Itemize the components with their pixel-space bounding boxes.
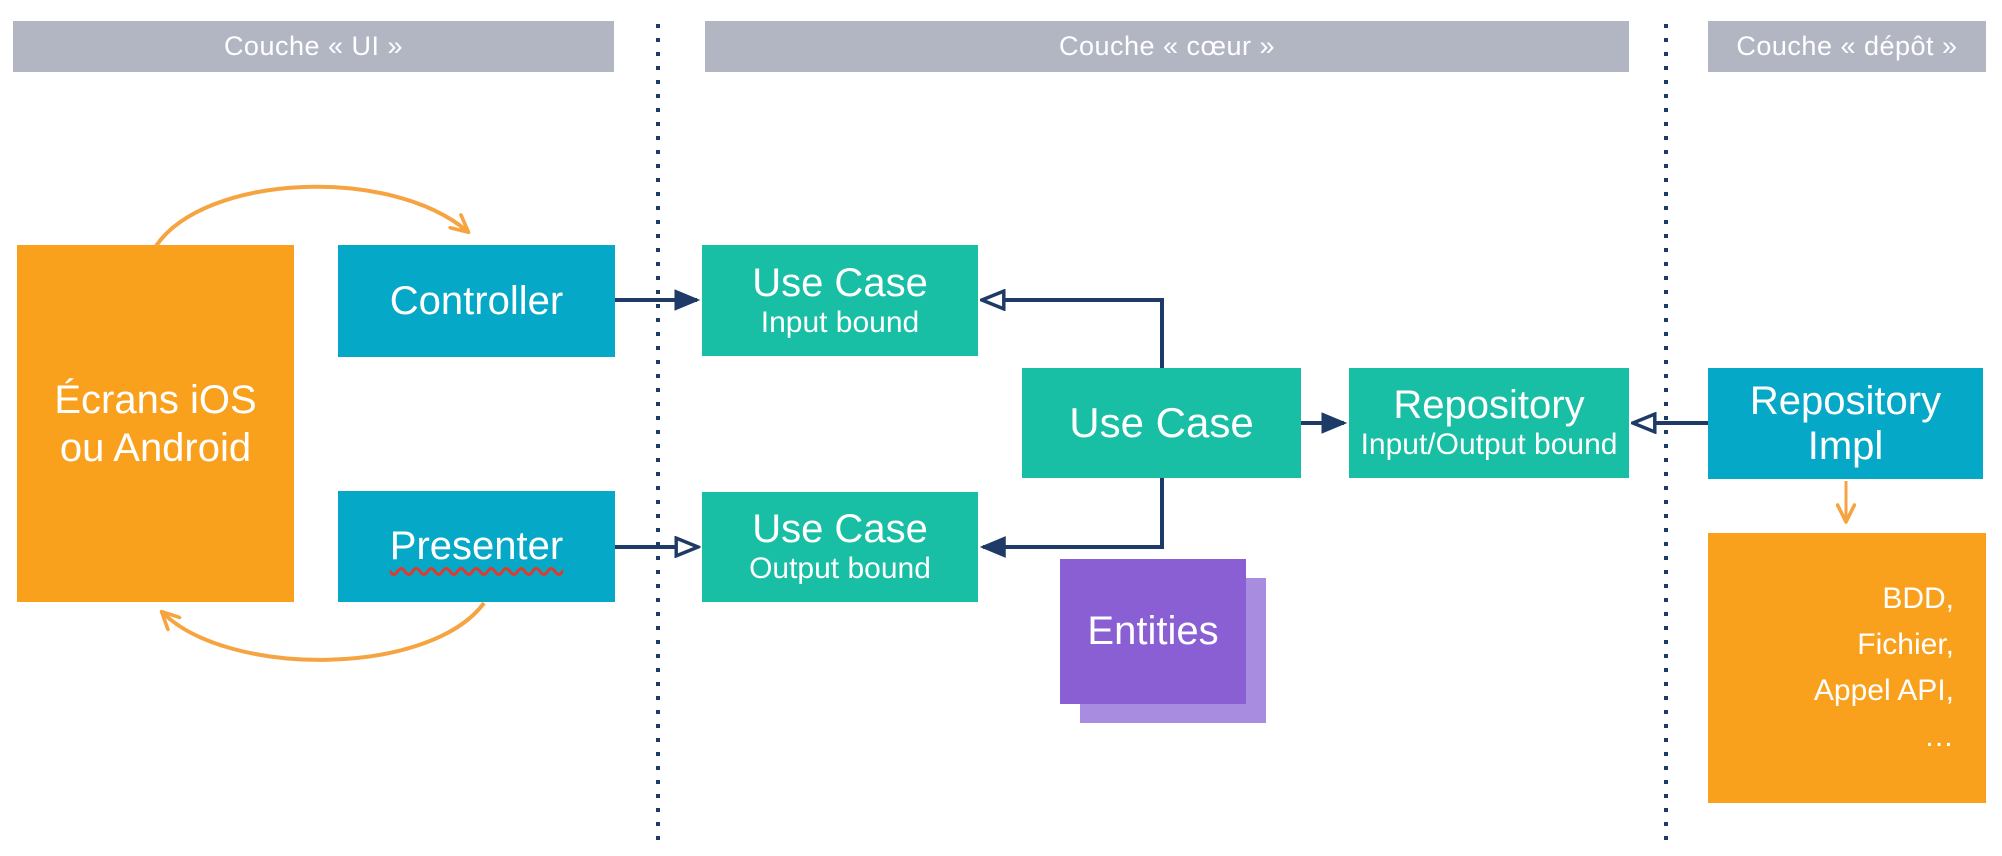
presenter-box: Presenter bbox=[338, 491, 615, 602]
repository-impl-line-1: Repository bbox=[1749, 378, 1942, 423]
repository-subtitle: Input/Output bound bbox=[1360, 428, 1618, 462]
arrow-presenter-to-screens-curved bbox=[163, 601, 486, 662]
layer-header-ui: Couche « UI » bbox=[13, 21, 614, 72]
arrow-use-case-implements-input-bound bbox=[983, 300, 1164, 368]
repository-impl-line-2: Impl bbox=[1807, 423, 1884, 468]
entities-label: Entities bbox=[1087, 609, 1219, 654]
repository-box: Repository Input/Output bound bbox=[1349, 368, 1629, 478]
entities-card-front: Entities bbox=[1060, 559, 1246, 704]
use-case-output-subtitle: Output bound bbox=[749, 552, 931, 586]
screens-box: Écrans iOS ou Android bbox=[17, 245, 294, 602]
repository-impl-box: Repository Impl bbox=[1708, 368, 1983, 479]
use-case-label: Use Case bbox=[1069, 398, 1254, 446]
presenter-label: Presenter bbox=[389, 524, 564, 569]
data-sources-line-4: … bbox=[1924, 720, 1954, 753]
use-case-input-subtitle: Input bound bbox=[760, 305, 920, 339]
controller-box: Controller bbox=[338, 245, 615, 357]
arrow-screens-to-controller-curved bbox=[154, 184, 467, 248]
controller-label: Controller bbox=[389, 278, 564, 323]
data-sources-line-2: Fichier, bbox=[1857, 628, 1954, 661]
use-case-input-title: Use Case bbox=[752, 260, 928, 305]
arrow-use-case-to-output-bound bbox=[979, 478, 1164, 558]
data-sources-line-3: Appel API, bbox=[1813, 674, 1954, 707]
data-sources-box: BDD, Fichier, Appel API, … bbox=[1708, 533, 1986, 803]
use-case-box: Use Case bbox=[1022, 368, 1301, 478]
layer-header-coeur: Couche « cœur » bbox=[705, 21, 1629, 72]
use-case-input-bound-box: Use Case Input bound bbox=[702, 245, 978, 356]
use-case-output-title: Use Case bbox=[752, 507, 928, 552]
layer-divider-ui-coeur bbox=[656, 24, 660, 840]
repository-title: Repository bbox=[1393, 383, 1585, 428]
screens-line-1: Écrans iOS bbox=[54, 377, 257, 422]
layer-divider-coeur-depot bbox=[1664, 24, 1668, 840]
screens-line-2: ou Android bbox=[59, 425, 252, 470]
layer-header-depot: Couche « dépôt » bbox=[1708, 21, 1986, 72]
use-case-output-bound-box: Use Case Output bound bbox=[702, 492, 978, 602]
data-sources-line-1: BDD, bbox=[1882, 582, 1954, 615]
